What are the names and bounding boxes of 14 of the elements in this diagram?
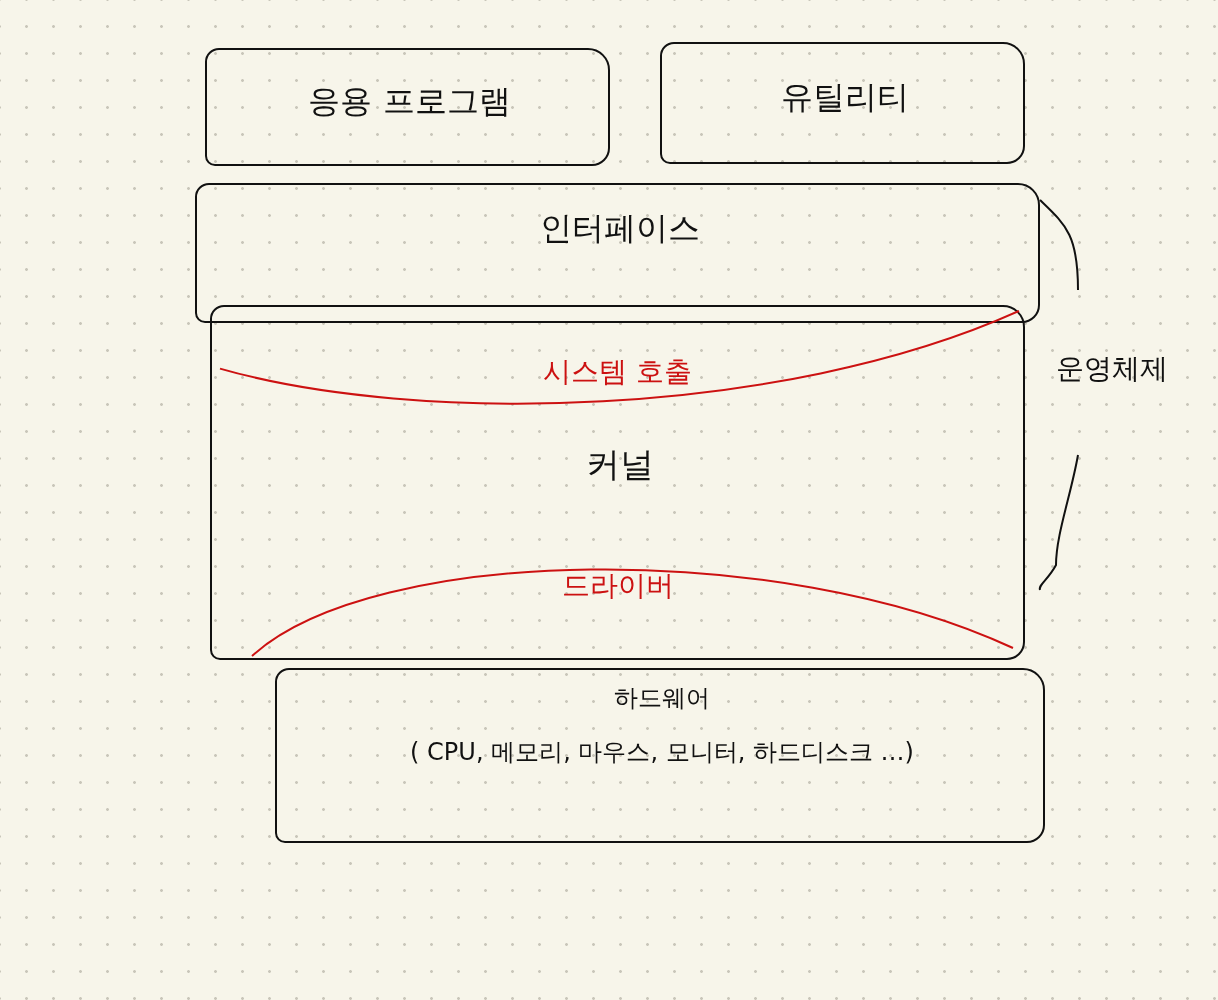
- layer-label: 유틸리티: [779, 77, 910, 118]
- layer-label: 커널: [584, 443, 655, 486]
- layer-label: 하드웨어: [613, 683, 711, 714]
- layer-box: [660, 42, 1025, 164]
- layer-box: [195, 183, 1040, 323]
- layer-label: 드라이버: [560, 568, 675, 604]
- group-label: 운영체제: [1056, 351, 1168, 387]
- layer-label: 인터페이스: [538, 208, 701, 249]
- layer-description: ( CPU, 메모리, 마우스, 모니터, 하드디스크 …): [409, 737, 915, 768]
- layer-box: [205, 48, 610, 166]
- layer-label: 시스템 호출: [542, 354, 693, 390]
- layer-label: 응용 프로그램: [307, 81, 512, 122]
- layer-box: [275, 668, 1045, 843]
- kernel-box: [210, 305, 1025, 660]
